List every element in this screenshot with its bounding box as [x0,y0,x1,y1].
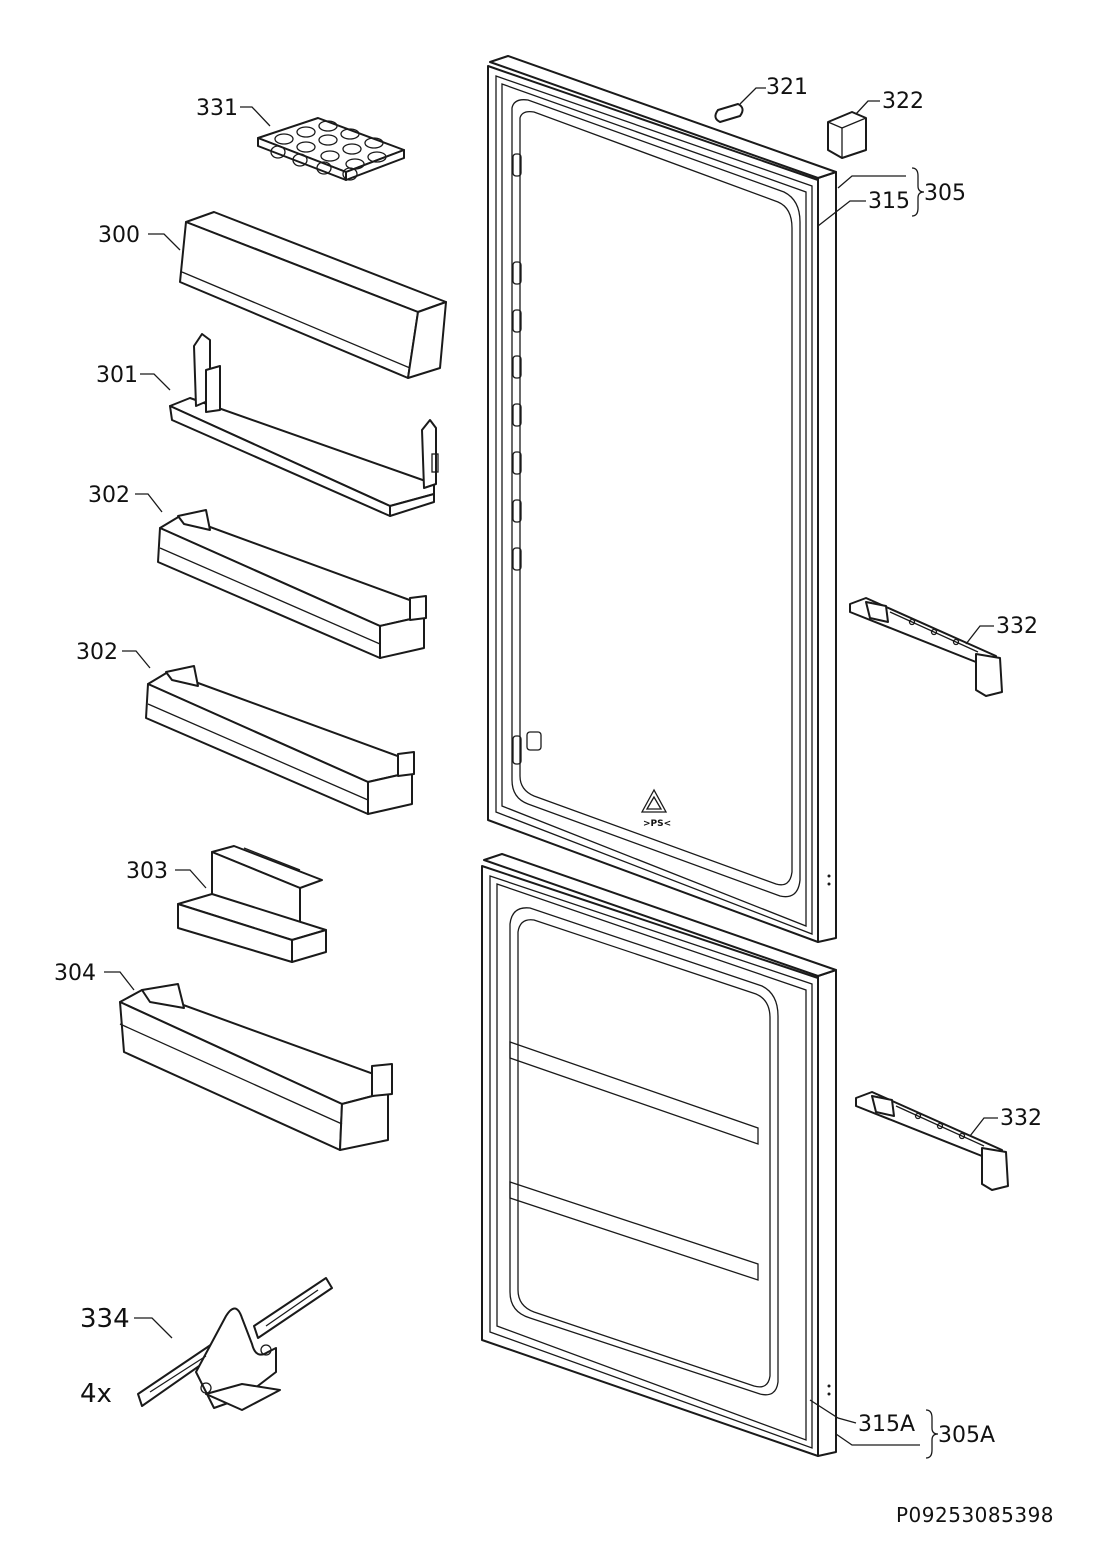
upper-door: >PS< [487,55,837,943]
label-300: 300 [98,223,140,248]
dairy-compartment-lid-300 [179,211,447,379]
label-334-quantity: 4x [80,1379,112,1409]
door-shelf-301 [169,333,439,517]
hinge-332-lower [855,1091,1009,1191]
label-302-lower: 302 [76,640,118,665]
hinge-pin-321 [714,103,744,123]
document-id: P09253085398 [896,1503,1054,1527]
label-332-upper: 332 [996,614,1038,639]
label-305A: 305A [938,1423,995,1448]
label-304: 304 [54,961,96,986]
recycle-icon: >PS< [640,788,671,829]
door-shelf-302-lower [145,665,415,815]
mounting-bracket-334 [137,1277,333,1411]
lower-door [481,853,837,1457]
egg-tray-331 [257,117,405,181]
upper-door-shelf-slots [512,153,542,765]
label-334: 334 [80,1304,130,1334]
label-302-upper: 302 [88,483,130,508]
label-315A: 315A [858,1412,915,1437]
label-321: 321 [766,75,808,100]
label-305: 305 [924,181,966,206]
door-box-303 [177,845,327,963]
label-303: 303 [126,859,168,884]
hinge-cap-322 [827,111,867,159]
label-322: 322 [882,89,924,114]
door-shelf-302-upper [157,509,427,659]
label-301: 301 [96,363,138,388]
label-332-lower: 332 [1000,1106,1042,1131]
leader-lines [104,87,998,1446]
label-331: 331 [196,96,238,121]
door-shelf-304 [119,983,393,1151]
hinge-332-upper [849,597,1003,697]
brace-305 [911,167,925,217]
recycle-mark-text: >PS< [643,819,671,829]
brace-305A [925,1409,939,1459]
label-315: 315 [868,189,910,214]
